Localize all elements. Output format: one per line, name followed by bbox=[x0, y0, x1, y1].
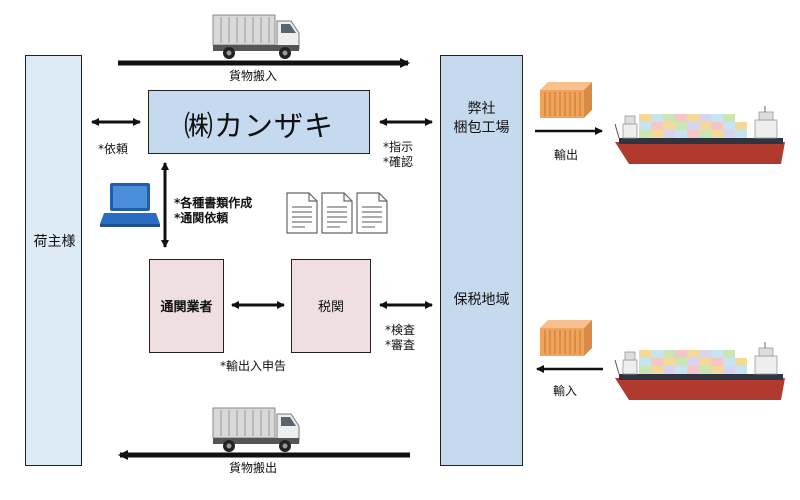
company-name: ㈱カンザキ bbox=[183, 109, 334, 143]
cargo-ship-icon bbox=[614, 105, 786, 165]
confirmation-label: *確認 bbox=[383, 155, 414, 169]
document-icon bbox=[286, 192, 318, 234]
examination-label: *審査 bbox=[385, 338, 416, 352]
truck-icon bbox=[212, 14, 300, 60]
instruction-label: *指示 bbox=[383, 140, 414, 154]
document-icon bbox=[356, 192, 388, 234]
import-label: 輸入 bbox=[553, 384, 578, 398]
factory-title-line1: 弊社 bbox=[467, 101, 496, 117]
factory-title-line2: 梱包工場 bbox=[453, 120, 510, 136]
inspection-label: *検査 bbox=[385, 323, 416, 337]
document-icon bbox=[321, 192, 353, 234]
declaration-label: *輸出入申告 bbox=[220, 359, 287, 373]
cargo-in-label: 貨物搬入 bbox=[229, 69, 278, 83]
customs-broker-label: 通関業者 bbox=[160, 300, 213, 315]
customs-broker-box: 通関業者 bbox=[149, 259, 224, 353]
customs-office-box: 税関 bbox=[291, 259, 371, 353]
container-icon bbox=[539, 81, 593, 119]
customs-office-label: 税関 bbox=[317, 300, 344, 315]
factory-box: 弊社 梱包工場 保税地域 bbox=[440, 55, 523, 466]
shipper-box: 荷主様 bbox=[25, 55, 82, 466]
documents-label: *各種書類作成 bbox=[174, 196, 253, 210]
container-icon bbox=[539, 319, 593, 357]
cargo-ship-icon bbox=[614, 341, 786, 401]
laptop-icon bbox=[100, 183, 160, 227]
company-box: ㈱カンザキ bbox=[148, 90, 370, 154]
export-label: 輸出 bbox=[554, 148, 579, 162]
cargo-out-label: 貨物搬出 bbox=[229, 461, 278, 475]
bonded-area-label: 保税地域 bbox=[453, 292, 510, 308]
shipper-label: 荷主様 bbox=[33, 234, 76, 250]
customs-request-label: *通関依頼 bbox=[174, 211, 229, 225]
request-label: *依頼 bbox=[98, 142, 129, 156]
truck-icon bbox=[212, 407, 300, 453]
